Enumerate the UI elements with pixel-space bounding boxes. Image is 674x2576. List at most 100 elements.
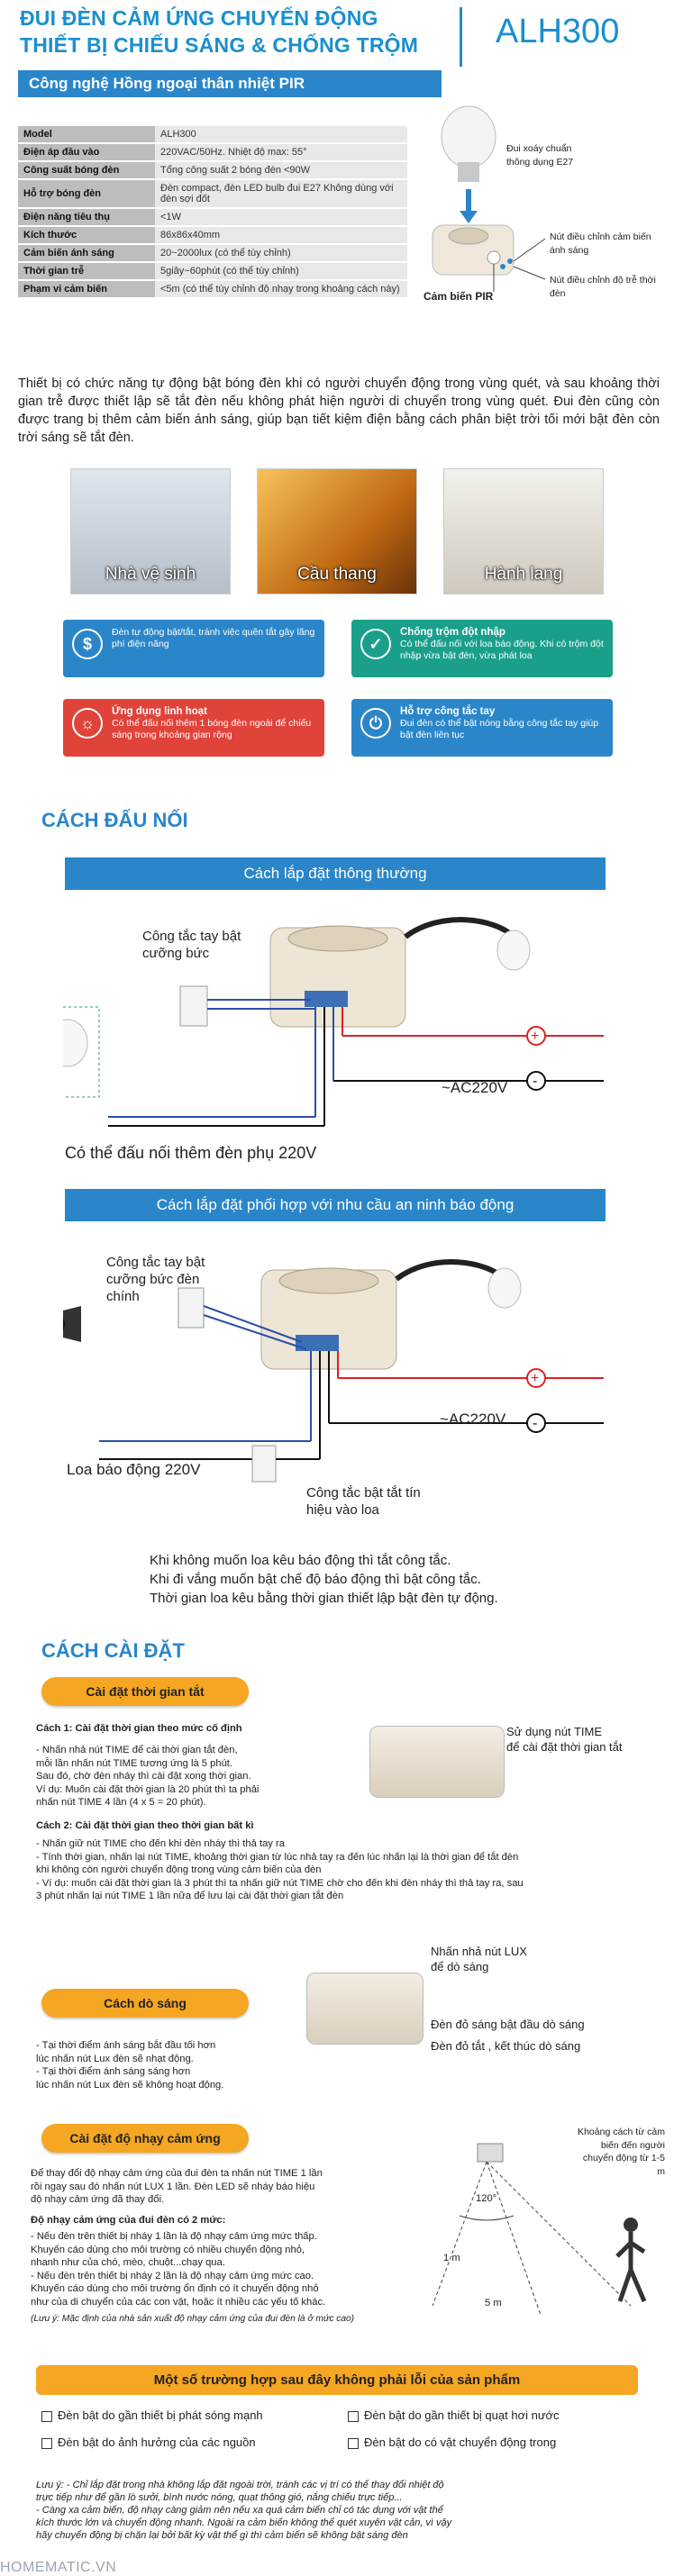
time-callout-b: để cài đặt thời gian tắt — [506, 1740, 623, 1754]
photo-hallway: Hành lang — [443, 468, 604, 594]
warning-note: Lưu ý: - Chỉ lắp đặt trong nhà không lắp… — [36, 2479, 649, 2542]
text-line: mỗi lần nhấn nút TIME tương ứng là 5 phú… — [36, 1757, 233, 1769]
text-line: khi không còn người chuyển động trong vù… — [36, 1864, 322, 1875]
dist-1m-label: 1 m — [443, 2253, 460, 2263]
sensitivity-pill: Cài đặt độ nhạy cảm ứng — [41, 2124, 249, 2153]
spec-value: 20~2000lux (có thể tùy chỉnh) — [155, 244, 407, 263]
checkbox-icon — [41, 2410, 52, 2422]
bulb-icon: ☼ — [72, 708, 103, 739]
shield-check-icon: ✓ — [360, 629, 391, 659]
warning-item-label: Đèn bật do gần thiết bị phát sóng mạnh — [58, 2408, 263, 2422]
warning-item: Đèn bật do gần thiết bị phát sóng mạnh — [41, 2408, 263, 2422]
manual-switch-main-label: Công tắc tay bật cưỡng bức đèn chính — [106, 1255, 205, 1304]
spec-key: Điện năng tiêu thụ — [18, 208, 155, 227]
text-line: Để thay đổi độ nhạy cảm ứng của đui đèn … — [31, 2168, 323, 2179]
spec-value: 5giây~60phút (có thể tùy chỉnh) — [155, 262, 407, 281]
spec-key: Công suất bóng đèn — [18, 161, 155, 180]
svg-text:-: - — [533, 1074, 537, 1089]
dollar-icon: $ — [72, 629, 103, 659]
spec-value: ALH300 — [155, 126, 407, 144]
checkbox-icon — [348, 2437, 359, 2449]
text-line: - Ví dụ: muốn cài đặt thời gian là 3 phú… — [36, 1877, 524, 1889]
text-line: - Tại thời điểm ánh sáng bắt đầu tối hơn — [36, 2040, 216, 2051]
spec-row: Phạm vi cảm biến<5m (có thể tùy chỉnh độ… — [18, 280, 407, 299]
wiring-note-2: Khi đi vắng muốn bật chế độ báo động thì… — [150, 1572, 481, 1587]
photo-label-stairs: Cầu thang — [297, 565, 377, 584]
normal-install-bar: Cách lắp đặt thông thường — [65, 857, 606, 890]
spec-value: <1W — [155, 208, 407, 227]
way1-title: Cách 1: Cài đặt thời gian theo mức cố đị… — [36, 1723, 242, 1734]
text-line: Lưu ý: - Chỉ lắp đặt trong nhà không lắp… — [36, 2480, 444, 2490]
ac-label-2: ~AC220V — [440, 1410, 506, 1428]
ac-label-1: ~AC220V — [442, 1079, 508, 1096]
feature-text: Đèn tự động bật/tắt, tránh việc quên tắt… — [112, 627, 315, 649]
sensitivity-levels-title: Độ nhạy cảm ứng của đui đèn có 2 mức: — [31, 2215, 226, 2226]
checkbox-icon — [41, 2437, 52, 2449]
spec-key: Điện áp đầu vào — [18, 143, 155, 162]
product-illustration: Đui xoáy chuẩn thông dụng E27 Nút điều c… — [424, 99, 667, 360]
svg-text:-: - — [533, 1416, 537, 1431]
checkbox-icon — [348, 2410, 359, 2422]
text-line: - Nhấn nhả nút TIME để cài thời gian tắt… — [36, 1745, 238, 1755]
warning-item: Đèn bật do gần thiết bị quạt hơi nước — [348, 2408, 560, 2422]
wiring-notes: Khi không muốn loa kêu báo động thì tắt … — [150, 1551, 618, 1608]
way2-title: Cách 2: Cài đặt thời gian theo thời gian… — [36, 1820, 254, 1831]
sensitivity-lines: Để thay đổi độ nhạy cảm ứng của đui đèn … — [31, 2167, 418, 2207]
lux-off-label: Đèn đỏ tắt , kết thúc dò sáng — [431, 2039, 581, 2053]
text-line: trực tiếp như để gần lò sưởi, bình nước … — [36, 2492, 403, 2503]
intro-paragraph: Thiết bị có chức năng tự động bật bóng đ… — [18, 376, 660, 445]
siren-label: Loa báo động 220V — [67, 1461, 201, 1478]
spec-key: Model — [18, 126, 155, 144]
model-badge: ALH300 — [496, 13, 620, 50]
feature-text: Đui đèn có thể bật nóng bằng công tắc ta… — [400, 718, 599, 740]
way2-lines: - Nhấn giữ nút TIME cho đến khi đèn nháy… — [36, 1837, 658, 1903]
text-line: - Nếu đèn trên thiết bị nháy 2 lần là độ… — [31, 2270, 314, 2281]
setup-heading: CÁCH CÀI ĐẶT — [41, 1639, 185, 1662]
angle-label: 120° — [476, 2193, 497, 2204]
time-setting-pill: Cài đặt thời gian tắt — [41, 1677, 249, 1706]
product-drawing — [432, 105, 546, 292]
warning-item-label: Đèn bật do ảnh hưởng của các nguồn — [58, 2435, 256, 2449]
feature-title: Hỗ trợ công tắc tay — [400, 706, 496, 717]
photo-label-bathroom: Nhà vệ sinh — [105, 565, 196, 584]
text-line: - Tính thời gian, nhấn lại nút TIME, kho… — [36, 1851, 519, 1863]
text-line: nhanh như của chó, mèo, chuột...chạy qua… — [31, 2257, 225, 2268]
light-lines: - Tại thời điểm ánh sáng bắt đầu tối hơn… — [36, 2039, 324, 2091]
text-line: Ví dụ: Muốn cài đặt thời gian là 20 phút… — [36, 1783, 260, 1795]
text-line: - Nếu đèn trên thiết bị nháy 1 lần là độ… — [31, 2231, 317, 2242]
spec-key: Hỗ trợ bóng đèn — [18, 179, 155, 209]
svg-text:+: + — [531, 1371, 539, 1386]
text-line: - Nhấn giữ nút TIME cho đến khi đèn nháy… — [36, 1838, 285, 1849]
lux-callout-b: để dò sáng — [431, 1960, 489, 1973]
title-line-2: THIẾT BỊ CHIẾU SÁNG & CHỐNG TRỘM — [20, 33, 419, 57]
manual-switch-label: Công tắc tay bật cưỡng bức — [142, 929, 241, 961]
sensitivity-levels: - Nếu đèn trên thiết bị nháy 1 lần là độ… — [31, 2230, 418, 2308]
feature-title: Ứng dụng linh hoạt — [112, 706, 207, 717]
lux-on-label: Đèn đỏ sáng bật đầu dò sáng — [431, 2018, 585, 2031]
power-icon: ⏻ — [360, 708, 391, 739]
device-time-illustration — [369, 1726, 505, 1798]
time-knob-callout: Nút điều chỉnh độ trễ thời đèn — [550, 275, 656, 299]
device-lux-illustration — [306, 1973, 424, 2045]
title-divider — [460, 7, 462, 67]
wiring-note-3: Thời gian loa kêu bằng thời gian thiết l… — [150, 1591, 498, 1606]
range-label: Khoảng cách từ cảm biến đến người chuyển… — [578, 2127, 665, 2177]
text-line: - Tại thời điểm ánh sáng sáng hơn — [36, 2066, 191, 2077]
footer-brand: HOMEMATIC.VN — [0, 2560, 117, 2575]
range-diagram: Khoảng cách từ cảm biến đến người chuyển… — [424, 2126, 667, 2333]
warning-item: Đèn bật do ảnh hưởng của các nguồn — [41, 2435, 256, 2449]
text-line: - Càng xa cảm biến, độ nhạy càng giảm nê… — [36, 2505, 443, 2516]
spec-key: Thời gian trễ — [18, 262, 155, 281]
feature-text-block: Đèn tự động bật/tắt, tránh việc quên tắt… — [112, 627, 319, 650]
